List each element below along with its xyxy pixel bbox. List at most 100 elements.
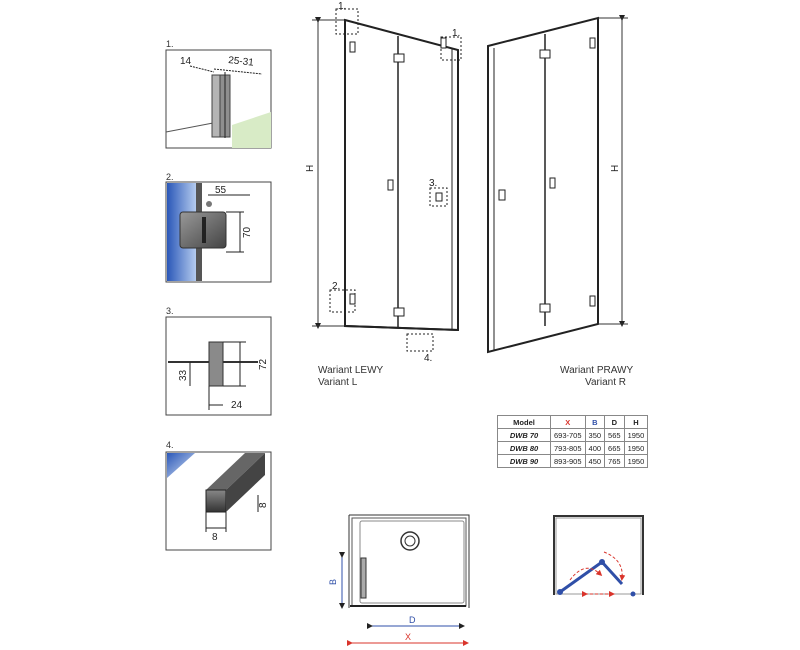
knob-left bbox=[387, 179, 394, 191]
plan-view: B D X bbox=[328, 514, 470, 646]
col-b: B bbox=[584, 415, 606, 429]
swing-door-panel-1 bbox=[559, 560, 603, 594]
hinge-mid-top-right bbox=[539, 49, 551, 59]
callout-4: 4. bbox=[424, 353, 432, 364]
variant-right-label: Wariant PRAWY Variant R bbox=[560, 365, 634, 389]
cell-model: DWB 70 bbox=[497, 428, 551, 442]
plan-dim-x: X bbox=[405, 632, 411, 642]
col-h: H bbox=[623, 415, 649, 429]
cell-h: 1950 bbox=[623, 441, 649, 455]
col-d: D bbox=[604, 415, 625, 429]
callout-3-box bbox=[429, 187, 448, 207]
handle-left bbox=[435, 192, 443, 202]
callout-1a-box bbox=[335, 8, 359, 35]
swing-arrow-1 bbox=[569, 567, 603, 581]
col-x: X bbox=[550, 415, 586, 429]
detail-3-number: 3. bbox=[166, 306, 174, 316]
detail-2-number: 2. bbox=[166, 172, 174, 182]
plan-tray-inner bbox=[359, 520, 465, 604]
detail-3-dim-24: 24 bbox=[231, 400, 243, 411]
detail-4-wall bbox=[167, 453, 195, 478]
cell-d: 565 bbox=[604, 428, 625, 442]
table-row: DWB 80 793-805 400 665 1950 bbox=[497, 441, 649, 455]
cell-x: 693-705 bbox=[550, 428, 586, 442]
detail-1-wall-green bbox=[232, 112, 271, 148]
door-bottom-left bbox=[344, 325, 459, 331]
detail-1: 1. 14 25-31 bbox=[165, 39, 272, 149]
callout-2-box bbox=[329, 289, 356, 313]
plan-tray bbox=[351, 517, 467, 607]
callout-1a: 1. bbox=[338, 1, 346, 12]
knob-right bbox=[549, 177, 556, 189]
detail-3-dim-72: 72 bbox=[258, 358, 269, 370]
cell-model: DWB 80 bbox=[497, 441, 551, 455]
hinge-top-left bbox=[349, 41, 356, 53]
detail-4-dim-8-horizontal: 8 bbox=[212, 532, 218, 543]
hinge-mid-top-left bbox=[393, 53, 405, 63]
detail-4: 4. 8 8 bbox=[165, 440, 272, 551]
height-label-right: H bbox=[610, 165, 621, 172]
detail-3: 3. 72 33 24 bbox=[165, 306, 272, 416]
detail-2-dim-70: 70 bbox=[242, 226, 253, 238]
callout-1b: 1. bbox=[452, 28, 460, 39]
detail-4-seal-side bbox=[226, 453, 265, 512]
table-row: DWB 70 693-705 350 565 1950 bbox=[497, 428, 649, 442]
elevation-right: H bbox=[487, 15, 628, 354]
spec-table-header: Model X B D H bbox=[497, 415, 649, 429]
cell-d: 665 bbox=[604, 441, 625, 455]
cell-x: 893-905 bbox=[550, 454, 586, 468]
detail-2: 2. 55 70 bbox=[165, 172, 272, 283]
detail-4-seal-front bbox=[205, 489, 227, 513]
cell-h: 1950 bbox=[623, 428, 649, 442]
detail-1-dim-14-line bbox=[189, 65, 215, 73]
swing-tray bbox=[555, 517, 642, 595]
callout-1b-box bbox=[440, 36, 462, 61]
handle-right bbox=[498, 189, 506, 201]
cell-b: 350 bbox=[584, 428, 606, 442]
table-row: DWB 90 893-905 450 765 1950 bbox=[497, 454, 649, 468]
detail-1-dim-2531: 25-31 bbox=[228, 55, 255, 69]
elevation-left: H 1. 1. 2. 3. 4. bbox=[305, 1, 462, 364]
cell-b: 450 bbox=[584, 454, 606, 468]
callout-2: 2. bbox=[332, 281, 340, 292]
detail-1-dim-2531-line bbox=[213, 68, 263, 75]
detail-1-number: 1. bbox=[166, 39, 174, 49]
plan-dim-d: D bbox=[409, 615, 416, 625]
cell-x: 793-805 bbox=[550, 441, 586, 455]
spec-table: Model X B D H DWB 70 693-705 350 565 195… bbox=[497, 415, 649, 468]
cell-b: 400 bbox=[584, 441, 606, 455]
swing-door-panel-2 bbox=[600, 560, 624, 586]
hinge-mid-bottom-right bbox=[539, 303, 551, 313]
variant-left-label: Wariant LEWY Variant L bbox=[318, 365, 383, 389]
detail-2-dim-55: 55 bbox=[215, 185, 227, 196]
door-outline-right bbox=[487, 16, 599, 354]
hinge-bottom-left bbox=[349, 293, 356, 305]
callout-3: 3. bbox=[429, 178, 437, 189]
detail-3-handle bbox=[208, 341, 224, 387]
plan-drain-inner bbox=[404, 535, 416, 547]
detail-2-screw bbox=[206, 201, 212, 207]
swing-walls bbox=[553, 515, 644, 595]
detail-2-hinge-pin bbox=[202, 217, 206, 243]
hinge-top-right bbox=[589, 37, 596, 49]
cell-h: 1950 bbox=[623, 454, 649, 468]
cell-model: DWB 90 bbox=[497, 454, 551, 468]
swing-pivot bbox=[557, 589, 563, 595]
door-outline-left bbox=[344, 18, 459, 332]
hinge-mid-bottom-left bbox=[393, 307, 405, 317]
detail-3-dim-33: 33 bbox=[178, 369, 189, 381]
plan-profile bbox=[360, 557, 367, 599]
hinge-top-right-left bbox=[440, 37, 447, 49]
detail-4-seal-top bbox=[206, 453, 265, 490]
detail-4-dim-8-vertical: 8 bbox=[258, 502, 269, 508]
variant-right-line1: Wariant PRAWY bbox=[560, 365, 634, 376]
plan-outer-walls bbox=[348, 514, 470, 608]
variant-right-line2: Variant R bbox=[585, 377, 626, 388]
cell-d: 765 bbox=[604, 454, 625, 468]
detail-4-number: 4. bbox=[166, 440, 174, 450]
col-model: Model bbox=[497, 415, 551, 429]
variant-left-line2: Variant L bbox=[318, 377, 358, 388]
swing-fold bbox=[599, 559, 605, 565]
plan-dim-b: B bbox=[328, 579, 338, 585]
